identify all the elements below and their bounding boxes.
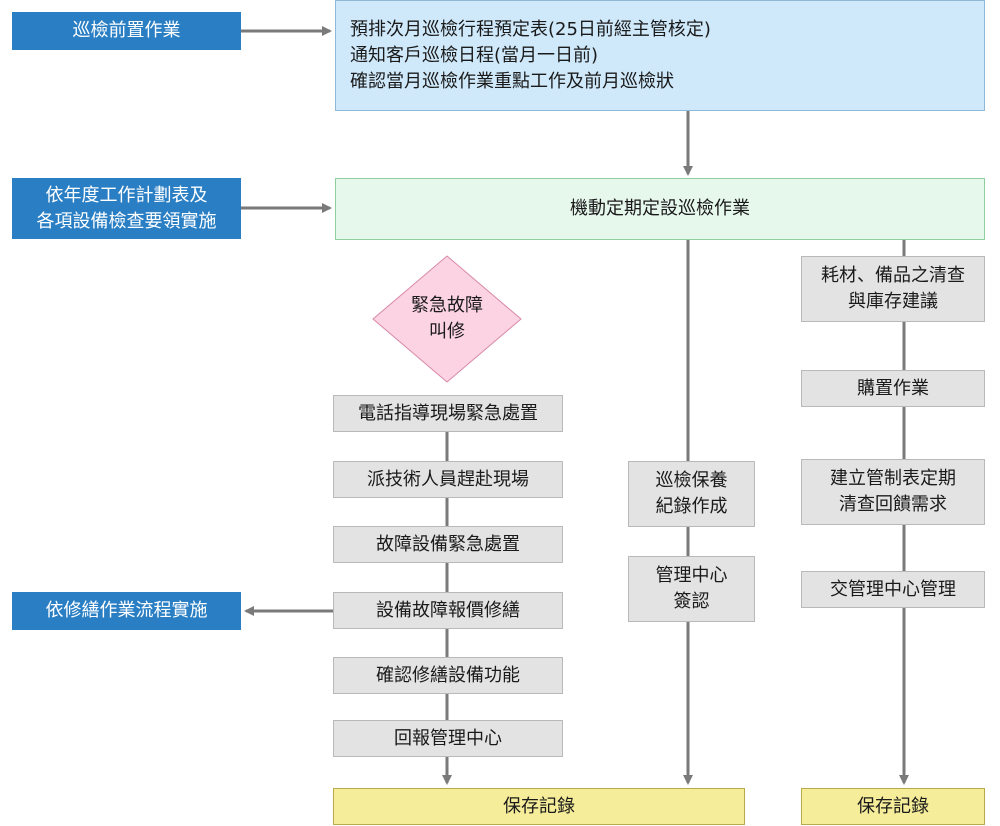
middle-step: 管理中心 簽認 <box>628 556 755 622</box>
right-step: 建立管制表定期 清查回饋需求 <box>801 459 985 525</box>
save-record-main: 保存記錄 <box>333 788 745 825</box>
emergency-step: 派技術人員趕赴現場 <box>333 461 563 498</box>
annual-plan-label: 依年度工作計劃表及 各項設備檢查要領實施 <box>12 178 241 239</box>
emergency-step: 設備故障報價修繕 <box>333 592 563 629</box>
right-step: 耗材、備品之清查 與庫存建議 <box>801 256 985 322</box>
pre-work-label: 巡檢前置作業 <box>12 12 241 50</box>
emergency-step: 確認修繕設備功能 <box>333 657 563 694</box>
emergency-diamond <box>372 255 522 383</box>
prep-box: 預排次月巡檢行程預定表(25日前經主管核定) 通知客戶巡檢日程(當月一日前) 確… <box>335 0 985 111</box>
main-task-box: 機動定期定設巡檢作業 <box>335 178 985 240</box>
repair-flow-label: 依修繕作業流程實施 <box>12 592 241 630</box>
save-record-right: 保存記錄 <box>801 788 985 825</box>
right-step: 交管理中心管理 <box>801 571 985 608</box>
emergency-label: 緊急故障 叫修 <box>411 295 483 342</box>
right-step: 購置作業 <box>801 370 985 407</box>
middle-step: 巡檢保養 紀錄作成 <box>628 461 755 527</box>
emergency-step: 電話指導現場緊急處置 <box>333 395 563 432</box>
emergency-step: 回報管理中心 <box>333 720 563 757</box>
emergency-step: 故障設備緊急處置 <box>333 526 563 563</box>
